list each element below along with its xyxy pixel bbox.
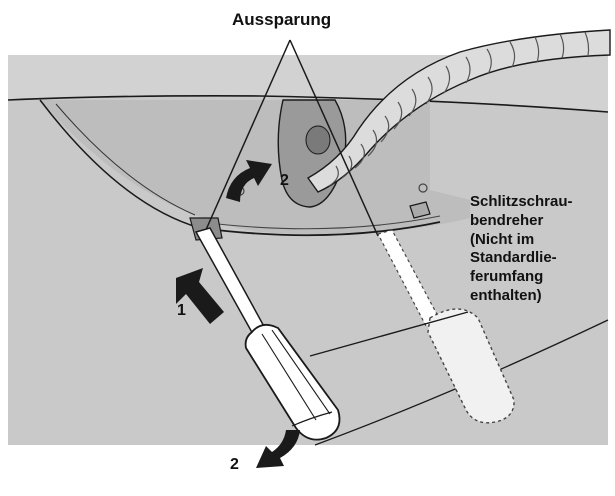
lid-edge-inner [55,103,196,216]
lid-bottom-edge-2 [199,215,441,230]
callout-lines [204,39,379,237]
screwdriver [194,227,341,441]
hose-ribs [328,31,590,187]
arrow-step-2-upper [226,160,272,202]
step-2-number-lower: 2 [230,456,239,473]
arrow-step-1 [176,268,224,324]
recess-hole [305,125,331,155]
recess-label: Aussparung [232,10,332,29]
right-clip [409,201,431,219]
step-2-number-upper: 2 [280,172,289,189]
lid-bottom-edge [199,221,441,237]
lid-edge-outer [39,99,201,229]
arrow-step-2-lower [256,430,300,468]
screwdriver-label: Schlitzschrau- bendreher (Nicht im Stand… [470,193,573,304]
screwdriver-leader [309,311,469,357]
screw-right [418,183,428,193]
top-edge-line [7,95,609,113]
step-1-number: 1 [177,302,186,319]
